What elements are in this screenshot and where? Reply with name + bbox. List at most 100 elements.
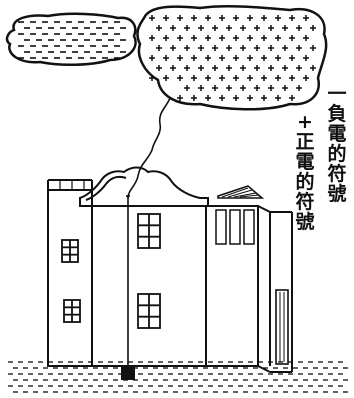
positive-charge-mark [163,55,169,61]
legend-char: 號 [327,183,347,205]
house [47,166,293,373]
positive-charge-mark [233,95,239,101]
positive-charge-mark [303,55,309,61]
negative-symbol: 一 [327,83,347,105]
legend-char: 的 [295,171,315,193]
positive-charge-mark [205,35,211,41]
positive-charge-mark [275,55,281,61]
legend-char: 的 [327,143,347,165]
positive-charge-mark [170,45,176,51]
positive-charge-mark [247,35,253,41]
positive-charge-mark [198,25,204,31]
positive-charge-mark [261,15,267,21]
positive-charge-mark [198,65,204,71]
positive-charge-mark [240,65,246,71]
legend-char: 電 [295,151,315,173]
positive-charge-mark [163,35,169,41]
positive-charge-mark [156,45,162,51]
window [61,239,79,263]
positive-charge-mark [310,45,316,51]
positive-charge-mark [296,25,302,31]
positive-charge-mark [149,75,155,81]
positive-charge-mark [219,15,225,21]
positive-charge-mark [268,85,274,91]
positive-charge-mark [275,95,281,101]
positive-charge-mark [275,35,281,41]
positive-charge-mark [226,65,232,71]
positive-charge-mark [282,65,288,71]
positive-charge-mark [289,15,295,21]
discharge-path [127,97,171,199]
windows [61,213,161,329]
positive-charge-mark [205,15,211,21]
positive-charge-mark [177,15,183,21]
positive-charge-mark [177,35,183,41]
positive-charge-mark [240,85,246,91]
ground-hatching [8,361,348,393]
positive-charge-mark [289,55,295,61]
positive-symbol: + [297,111,313,133]
positive-charge-mark [191,15,197,21]
positive-charge-mark [198,85,204,91]
window [137,293,161,329]
lightning-rod [121,195,135,380]
positive-charge-mark [149,15,155,21]
positive-charge-mark [191,95,197,101]
positive-charge-mark [247,95,253,101]
positive-charge-mark [219,95,225,101]
positive-charge-mark [296,45,302,51]
positive-charge-mark [156,25,162,31]
positive-charge-mark [275,75,281,81]
positive-charge-mark [303,35,309,41]
positive-cloud [136,5,328,111]
positive-charge-mark [254,25,260,31]
positive-charge-mark [205,55,211,61]
positive-charge-mark [247,75,253,81]
positive-charge-mark [303,15,309,21]
positive-charge-mark [261,75,267,81]
positive-charge-mark [233,35,239,41]
positive-charge-mark [219,75,225,81]
positive-charge-mark [226,25,232,31]
ground-plate [121,366,135,380]
positive-charge-mark [268,65,274,71]
positive-charge-mark [191,35,197,41]
positive-charge-legend: + 正 電 的 符 號 [292,112,318,232]
door [275,289,289,365]
positive-charge-mark [303,75,309,81]
positive-charge-mark [289,95,295,101]
positive-charge-mark [170,25,176,31]
positive-charge-mark [310,25,316,31]
positive-charge-mark [184,25,190,31]
positive-charge-mark [247,55,253,61]
window [63,299,81,323]
positive-charge-mark [212,85,218,91]
positive-charge-mark [282,25,288,31]
positive-charge-mark [226,85,232,91]
positive-charge-mark [261,95,267,101]
positive-charge-mark [177,95,183,101]
positive-charge-mark [282,45,288,51]
left-tower [47,189,93,367]
legend-char: 正 [295,131,315,153]
positive-charge-mark [254,85,260,91]
positive-charge-mark [310,65,316,71]
positive-charge-mark [212,45,218,51]
legend-char: 符 [327,163,347,185]
positive-charge-mark [254,65,260,71]
positive-charge-mark [261,35,267,41]
positive-charge-mark [289,35,295,41]
positive-charge-mark [219,35,225,41]
positive-charge-mark [240,25,246,31]
positive-charge-mark [233,55,239,61]
positive-charge-mark [191,75,197,81]
positive-charge-mark [163,15,169,21]
positive-charge-mark [268,45,274,51]
positive-charge-mark [219,55,225,61]
positive-charge-mark [247,15,253,21]
positive-charge-mark [233,75,239,81]
positive-charge-mark [184,85,190,91]
positive-charge-mark [226,45,232,51]
